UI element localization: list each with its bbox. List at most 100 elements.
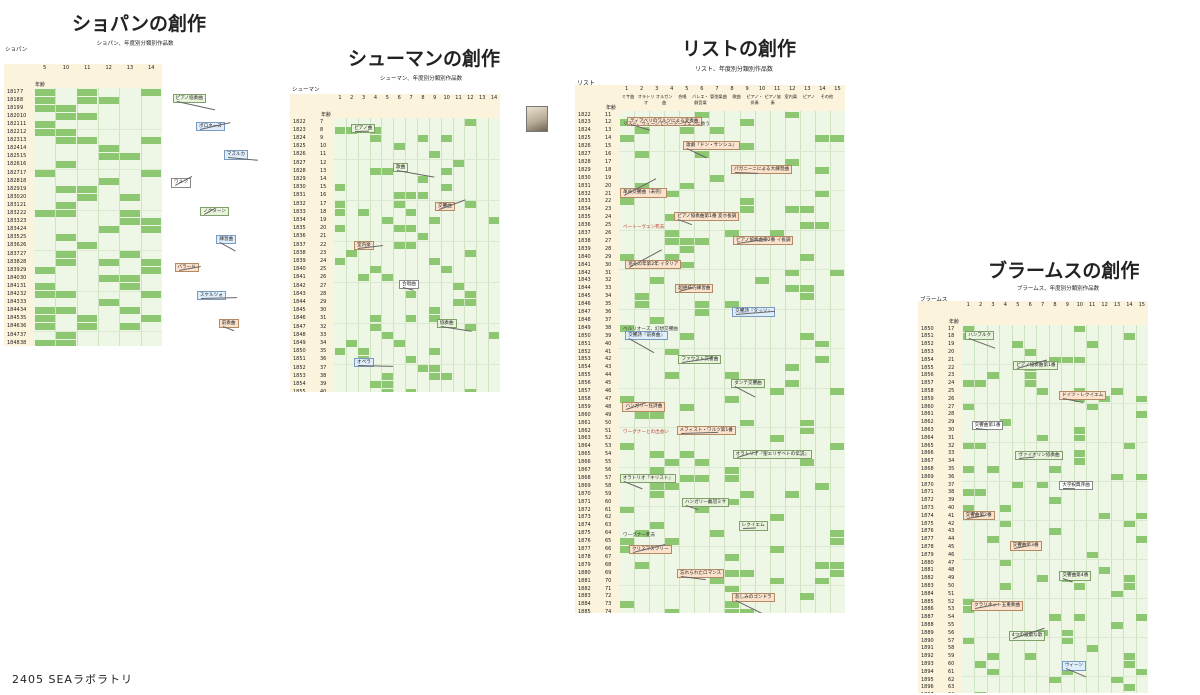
brahms-column-number: 12 [1101,302,1108,308]
chopin-year: 1843 [7,299,20,306]
brahms-grid-line [962,520,1148,521]
schumann-count-cell [429,216,441,225]
liszt-year: 1830 [578,174,591,181]
liszt-annotation: レクイエム [738,521,768,531]
liszt-year: 1870 [578,490,591,497]
chopin-grid-line [34,250,162,251]
brahms-count-cell [1123,653,1136,660]
schumann-year: 1838 [293,249,306,256]
liszt-count-cell [830,538,845,545]
brahms-year: 1876 [921,528,934,535]
schumann-age: 26 [320,274,327,281]
schumann-count-cell [453,298,464,307]
brahms-year: 1886 [921,606,934,613]
liszt-count-cell [740,490,755,498]
liszt-year: 1843 [578,277,591,284]
brahms-count-cell [962,504,974,512]
brahms-year: 1887 [921,614,934,621]
liszt-count-cell [694,309,709,316]
schumann-column-number: 8 [421,95,425,101]
liszt-event-text: リスト、ウィーンでベートーヴェンに会う [623,122,710,127]
liszt-annotation: 交響詩『前奏曲』 [625,331,668,341]
liszt-annotation: メフィスト・ワルツ第1番 [676,426,736,436]
brahms-year: 1851 [921,333,934,340]
chopin-count-cell [77,185,98,193]
liszt-age: 67 [605,553,612,560]
brahms-count-cell [962,465,974,473]
liszt-annotation: 悲しみのゴンドラ [732,592,775,602]
brahms-age: 31 [948,434,955,441]
chopin-age: 21 [20,201,27,208]
brahms-age: 29 [948,419,955,426]
brahms-year: 1863 [921,426,934,433]
schumann-year: 1846 [293,315,306,322]
chopin-age: 35 [20,315,27,322]
liszt-count-cell [830,443,845,451]
schumann-count-cell [381,389,393,392]
liszt-year: 1835 [578,214,591,221]
liszt-age: 49 [605,411,612,418]
schumann-count-cell [405,290,417,298]
liszt-age: 12 [605,119,612,126]
schumann-year: 1843 [293,290,306,297]
liszt-grid-line [619,308,845,310]
schumann-caption: シューマン、年度別分類別作品数 [379,76,463,82]
liszt-count-cell [709,530,724,538]
brahms-year: 1879 [921,551,934,558]
liszt-year-column [575,111,619,613]
schumann-count-cell [441,372,453,380]
brahms-count-cell [987,536,999,543]
schumann-count-cell [393,225,405,233]
chopin-grid-line [34,169,162,170]
chopin-count-cell [119,210,141,218]
schumann-count-cell [405,389,417,392]
chopin-year: 1829 [7,185,20,192]
brahms-year: 1853 [921,348,934,355]
schumann-year: 1831 [293,192,306,199]
chopin-age: 15 [20,153,27,160]
chopin-count-cell [34,266,55,274]
chopin-age: 14 [20,145,27,152]
brahms-count-cell [1049,614,1061,621]
schumann-count-cell [381,167,393,175]
schumann-grid-line [334,241,500,242]
liszt-year: 1862 [578,427,591,434]
chopin-age: 12 [20,129,27,135]
liszt-count-cell [724,301,740,308]
brahms-age: 44 [948,536,955,543]
liszt-event-text: ワーグナー死去 [623,532,656,538]
brahms-annotation: ハンブルク [965,331,995,341]
brahms-grid-line [1061,325,1063,693]
liszt-year: 1875 [578,530,591,537]
liszt-count-cell [664,230,679,237]
schumann-age: 15 [320,184,327,191]
schumann-count-cell [334,126,346,134]
liszt-year: 1826 [578,143,591,150]
schumann-count-cell [429,348,441,356]
brahms-count-cell [1123,520,1136,528]
brahms-year: 1861 [921,411,934,418]
liszt-count-cell [830,135,845,143]
schumann-year: 1825 [293,143,306,150]
liszt-column-label: その他 [820,94,834,99]
schumann-count-cell [381,372,393,380]
brahms-count-cell [1123,333,1136,341]
liszt-count-cell [800,593,815,601]
chopin-count-cell [55,161,77,169]
liszt-count-cell [664,237,679,245]
liszt-column-label: オルガン曲 [655,94,673,105]
liszt-age: 73 [605,601,612,608]
liszt-count-cell [740,119,755,127]
liszt-year: 1884 [578,601,591,608]
liszt-count-cell [800,253,815,261]
brahms-age: 57 [948,637,955,644]
schumann-count-cell [464,118,476,126]
liszt-age: 74 [605,609,612,613]
brahms-age: 55 [948,621,955,628]
liszt-count-cell [664,348,679,356]
chopin-annotation: スケルツォ [196,291,226,301]
liszt-count-cell [619,324,634,332]
schumann-count-cell [417,233,429,241]
brahms-age: 58 [948,645,955,652]
